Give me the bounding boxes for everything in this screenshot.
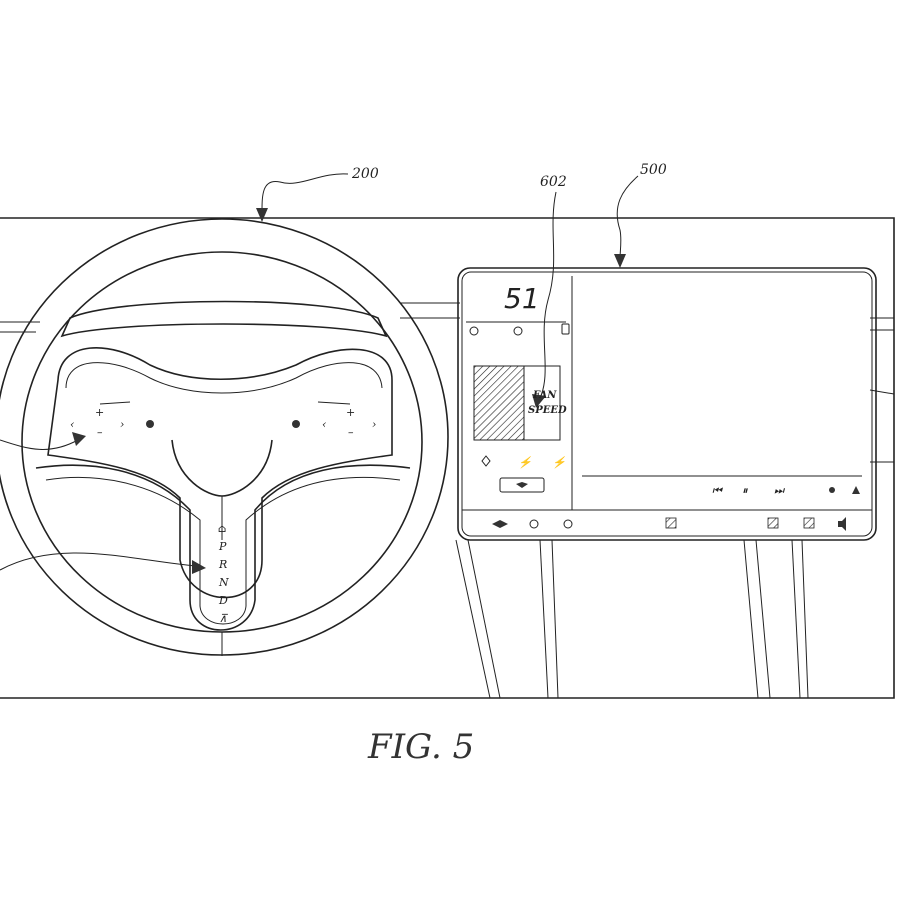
svg-text:⌂: ⌂	[218, 522, 226, 535]
gear-d: D	[218, 594, 228, 607]
fan-speed-control[interactable]: FAN SPEED	[473, 365, 567, 441]
reference-500: 500	[614, 162, 667, 268]
dashboard-frame	[0, 217, 895, 699]
steering-wheel	[0, 218, 449, 656]
svg-text:‹: ‹	[70, 418, 74, 431]
svg-text:‹: ‹	[322, 418, 326, 431]
svg-text:–: –	[348, 426, 354, 439]
previous-track-icon: ⏮	[712, 484, 724, 497]
pill-button-icon	[499, 477, 545, 493]
gear-selector: ⌂ P R N D ⊼	[218, 522, 229, 625]
svg-text:+: +	[346, 406, 355, 419]
lightning-icon-2: ⚡	[552, 456, 567, 469]
reference-602: 602	[532, 174, 567, 408]
ref-label-500: 500	[640, 162, 667, 178]
next-track-icon: ⏭	[774, 484, 786, 497]
svg-text:›: ›	[372, 418, 376, 431]
reference-200: 200	[256, 166, 379, 222]
phone-icon	[561, 323, 570, 335]
car-icon	[469, 326, 479, 336]
fan-speed-label-2: SPEED	[528, 405, 567, 416]
figure-caption: FIG. 5	[367, 727, 474, 767]
gear-r: R	[218, 558, 227, 571]
gear-p: P	[218, 540, 227, 553]
diamond-icon	[481, 455, 491, 467]
svg-text:–: –	[97, 426, 103, 439]
ref-label-602: 602	[540, 174, 567, 190]
circle-icon	[513, 326, 523, 336]
wheel-controls-right: ‹ + – ›	[292, 401, 376, 439]
volume-icon	[838, 517, 846, 531]
speed-readout: 51	[504, 282, 540, 315]
svg-text:⊼: ⊼	[219, 612, 229, 625]
center-display: 51 FAN SPEED ⚡ ⚡ ⏮ ⏸ ⏭	[457, 267, 877, 541]
pause-icon: ⏸	[742, 484, 748, 497]
lightning-icon: ⚡	[518, 456, 533, 469]
leader-arrows-left	[0, 432, 206, 574]
wheel-controls-left: ‹ + – ›	[70, 401, 154, 439]
gear-n: N	[218, 576, 229, 589]
fan-speed-label-1: FAN	[532, 390, 557, 401]
svg-text:›: ›	[120, 418, 124, 431]
ref-label-200: 200	[351, 166, 379, 182]
svg-text:+: +	[95, 406, 104, 419]
